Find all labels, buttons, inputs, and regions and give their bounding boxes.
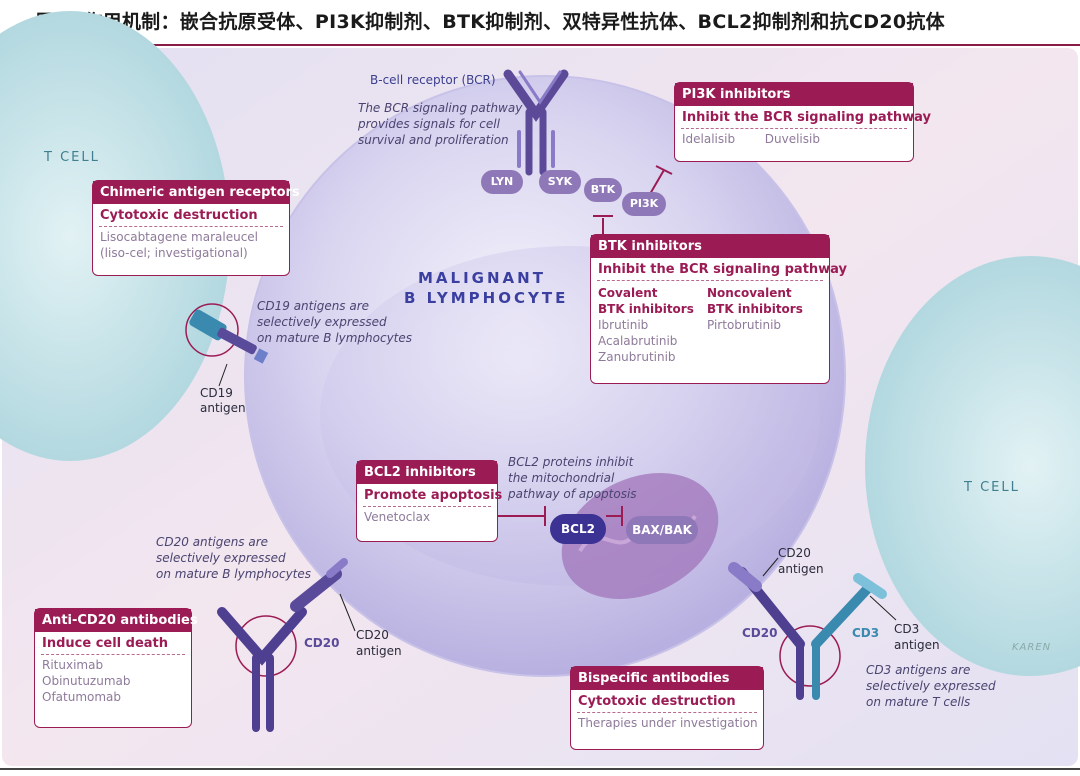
car-receptor bbox=[185, 303, 269, 364]
bispecific-box-header: Bispecific antibodies bbox=[571, 667, 763, 690]
drug-liso-cel-note: (liso-cel; investigational) bbox=[100, 246, 248, 260]
drug-zanubrutinib: Zanubrutinib bbox=[598, 350, 676, 364]
car-box: Chimeric antigen receptors Cytotoxic des… bbox=[92, 180, 300, 276]
btk-node: BTK bbox=[584, 178, 622, 202]
noncovalent-title-2: BTK inhibitors bbox=[707, 302, 803, 316]
bispecific-cd20-label-1: CD20 bbox=[778, 546, 811, 560]
lyn-node: LYN bbox=[481, 170, 523, 194]
drug-obinutuzumab: Obinutuzumab bbox=[42, 674, 131, 688]
cd20-left-label-1: CD20 bbox=[356, 628, 389, 642]
left-t-cell-label: T CELL bbox=[44, 150, 100, 165]
drug-duvelisib: Duvelisib bbox=[764, 132, 820, 146]
figure-title: 图2. 作用机制：嵌合抗原受体、PI3K抑制剂、BTK抑制剂、双特异性抗体、BC… bbox=[36, 11, 945, 33]
bispecific-therapies: Therapies under investigation bbox=[578, 716, 758, 730]
title-rule bbox=[0, 44, 1080, 46]
artist-signature: KAREN bbox=[1012, 642, 1052, 653]
anti-cd20-box: Anti-CD20 antibodies Induce cell death R… bbox=[34, 608, 198, 728]
leader-lines bbox=[218, 363, 897, 632]
cd20-desc-1: CD20 antigens are bbox=[156, 535, 269, 549]
car-box-divider bbox=[99, 226, 283, 227]
bcl2-box-divider bbox=[363, 506, 491, 507]
pi3k-node: PI3K bbox=[622, 192, 666, 216]
pi3k-box-divider bbox=[681, 128, 907, 129]
cd20-left-label-2: antigen bbox=[356, 644, 402, 658]
pi3k-inhibitors-box: PI3K inhibitors Inhibit the BCR signalin… bbox=[674, 82, 932, 162]
cd19-desc-3: on mature B lymphocytes bbox=[257, 331, 413, 345]
drug-liso-cel: Lisocabtagene maraleucel bbox=[100, 230, 259, 244]
pi3k-box-subtitle: Inhibit the BCR signaling pathway bbox=[682, 110, 932, 125]
cd20-desc-2: selectively expressed bbox=[156, 551, 286, 565]
btk-box-subtitle: Inhibit the BCR signaling pathway bbox=[598, 262, 848, 277]
bcl2-box-header: BCL2 inhibitors bbox=[357, 461, 497, 484]
cd19-label-2: antigen bbox=[200, 401, 246, 415]
cd20-desc-3: on mature B lymphocytes bbox=[156, 567, 312, 581]
cd3-label-2: antigen bbox=[894, 638, 940, 652]
cd19-desc-2: selectively expressed bbox=[257, 315, 387, 329]
cd3-desc-1: CD3 antigens are bbox=[866, 663, 971, 677]
drug-rituximab: Rituximab bbox=[42, 658, 104, 672]
btk-box-divider bbox=[597, 280, 823, 281]
bax-bak-node: BAX/BAK bbox=[626, 516, 698, 544]
cd19-label-1: CD19 bbox=[200, 386, 233, 400]
bispecific-box-divider bbox=[577, 712, 757, 713]
car-box-subtitle: Cytotoxic destruction bbox=[100, 208, 258, 223]
btk-box-header: BTK inhibitors bbox=[591, 235, 829, 258]
cd19-desc-1: CD19 antigens are bbox=[257, 299, 370, 313]
cd3-desc-2: selectively expressed bbox=[866, 679, 996, 693]
car-box-header: Chimeric antigen receptors bbox=[93, 181, 300, 204]
bcl2-inhibitors-box: BCL2 inhibitors Promote apoptosis Veneto… bbox=[356, 460, 503, 542]
covalent-title-1: Covalent bbox=[598, 286, 658, 300]
bcr-desc-2: provides signals for cell bbox=[358, 117, 500, 131]
bcl2-desc-2: the mitochondrial bbox=[508, 471, 615, 485]
drug-acalabrutinib: Acalabrutinib bbox=[598, 334, 678, 348]
bcr-label: B-cell receptor (BCR) bbox=[370, 73, 496, 87]
btk-inhibitors-box: BTK inhibitors Inhibit the BCR signaling… bbox=[590, 234, 848, 384]
bispecific-box: Bispecific antibodies Cytotoxic destruct… bbox=[570, 666, 764, 750]
bispecific-cd3-tag: CD3 bbox=[852, 626, 880, 640]
bcl2-desc-1: BCL2 proteins inhibit bbox=[508, 455, 634, 469]
bcr-receptor bbox=[503, 69, 569, 176]
syk-node: SYK bbox=[539, 170, 581, 194]
anti-cd20-box-divider bbox=[41, 654, 185, 655]
right-t-cell bbox=[865, 256, 1080, 676]
bcl2-node: BCL2 bbox=[550, 514, 606, 544]
malignant-label-2: B LYMPHOCYTE bbox=[404, 289, 569, 307]
drug-pirtobrutinib: Pirtobrutinib bbox=[707, 318, 782, 332]
anti-cd20-box-header: Anti-CD20 antibodies bbox=[35, 609, 198, 632]
bcr-desc-1: The BCR signaling pathway bbox=[358, 101, 523, 115]
bispecific-box-subtitle: Cytotoxic destruction bbox=[578, 694, 736, 709]
left-anti-cd20-antibody bbox=[217, 558, 348, 732]
bispecific-antibody bbox=[728, 562, 887, 700]
drug-venetoclax: Venetoclax bbox=[364, 510, 431, 524]
noncovalent-title-1: Noncovalent bbox=[707, 286, 792, 300]
drug-ibrutinib: Ibrutinib bbox=[598, 318, 649, 332]
drug-idelalisib: Idelalisib bbox=[682, 132, 736, 146]
covalent-title-2: BTK inhibitors bbox=[598, 302, 694, 316]
bcl2-desc-3: pathway of apoptosis bbox=[508, 487, 637, 501]
bispecific-cd20-label-2: antigen bbox=[778, 562, 824, 576]
bcr-desc-3: survival and proliferation bbox=[358, 133, 509, 147]
pi3k-box-header: PI3K inhibitors bbox=[675, 83, 913, 106]
malignant-label-1: MALIGNANT bbox=[418, 269, 546, 287]
cd20-left-tag: CD20 bbox=[304, 636, 340, 650]
bcl2-box-subtitle: Promote apoptosis bbox=[364, 488, 503, 503]
bottom-rule bbox=[0, 768, 1080, 770]
drug-ofatumomab: Ofatumomab bbox=[42, 690, 122, 704]
cd3-label-1: CD3 bbox=[894, 622, 920, 636]
cd3-desc-3: on mature T cells bbox=[866, 695, 971, 709]
anti-cd20-box-subtitle: Induce cell death bbox=[42, 636, 169, 651]
right-t-cell-label: T CELL bbox=[964, 480, 1020, 495]
bispecific-cd20-tag: CD20 bbox=[742, 626, 778, 640]
